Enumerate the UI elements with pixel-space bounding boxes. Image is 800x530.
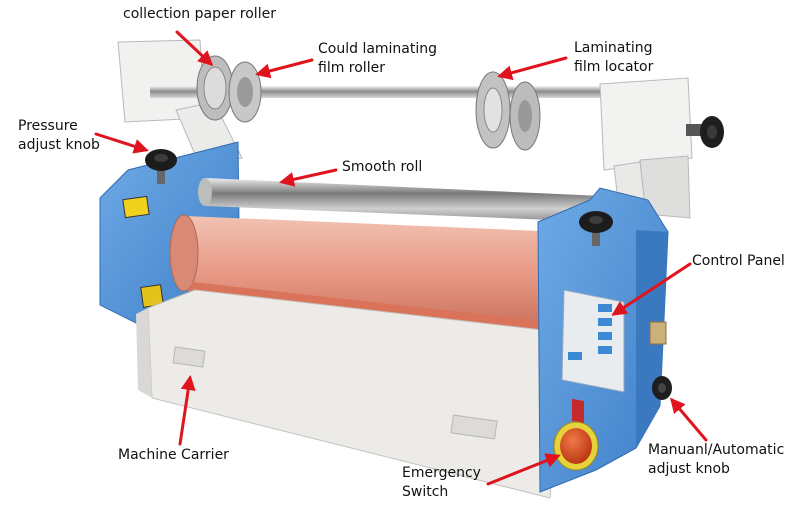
right-pressure-knob [579,211,613,246]
arrow-pressure-knob [94,132,149,154]
laminating-film-locator [475,71,541,151]
arrow-film-locator [497,56,568,81]
label-pressure-knob-line1: Pressure [18,118,78,134]
emergency-switch [553,421,599,471]
label-manual-auto-line1: Manuanl/Automatic [648,442,785,458]
machine-carrier [136,289,561,499]
label-film-locator-line2: film locator [574,59,654,75]
label-emergency-line1: Emergency [402,465,481,481]
pressure-adjust-knob [145,149,177,184]
label-emergency-line2: Switch [402,484,449,500]
label-pressure-knob-line2: adjust knob [18,137,100,153]
smooth-roll [198,178,602,222]
label-collection-paper-roller: collection paper roller [123,6,276,22]
arrow-machine-carrier [178,375,196,446]
label-smooth-roll: Smooth roll [342,159,423,175]
warning-sticker [122,195,150,219]
manual-automatic-knob [652,376,672,400]
label-film-locator-line1: Laminating [574,40,653,56]
label-manual-auto-line2: adjust knob [648,461,730,477]
arrow-manual-automatic [670,397,708,442]
arrow-film-roller [255,58,314,79]
label-film-roller-line1: Could laminating [318,41,438,57]
annotation-arrows [94,30,708,486]
arrow-collection-paper-roller [175,30,214,67]
label-control-panel: Control Panel [692,253,785,269]
arrow-smooth-roll [279,168,338,187]
label-film-roller-line2: film roller [318,60,385,76]
top-right-knob [686,116,724,148]
collection-paper-roller [196,55,262,123]
right-top-bracket [599,77,693,219]
label-machine-carrier: Machine Carrier [118,447,229,463]
arrow-control-panel [611,262,692,316]
arrow-emergency-switch [486,453,561,486]
